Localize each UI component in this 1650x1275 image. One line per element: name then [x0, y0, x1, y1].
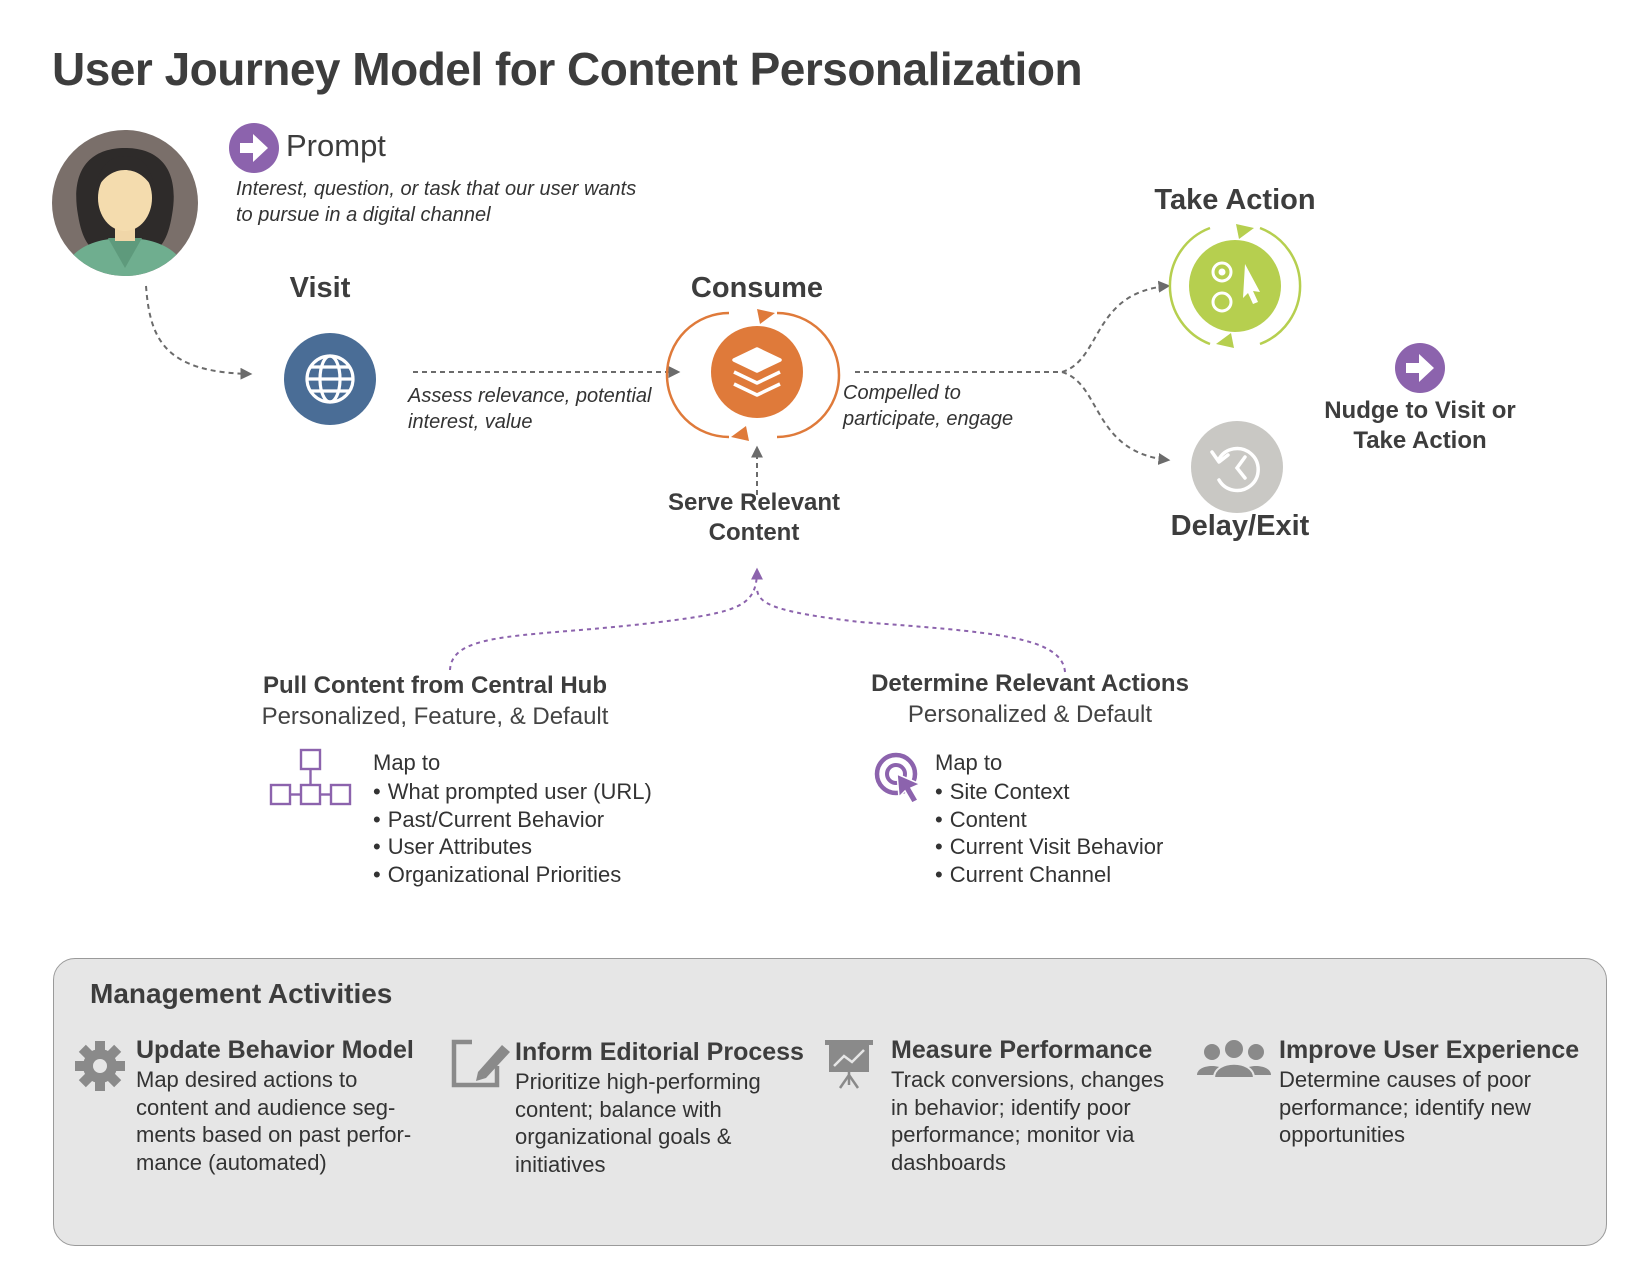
list-item: Content	[935, 806, 1163, 834]
user-avatar	[52, 130, 198, 276]
activity-line: mance (automated)	[136, 1149, 327, 1175]
activity-line: performance; monitor via	[891, 1122, 1135, 1147]
prompt-arrow-icon	[229, 123, 279, 173]
activity-line: dashboards	[891, 1149, 1006, 1175]
visit-label: Visit	[289, 272, 351, 304]
nudge-label: Nudge to Visit or Take Action	[1324, 397, 1516, 454]
activity-line: Determine causes of poor	[1279, 1067, 1531, 1092]
activity-title: Update Behavior Model	[136, 1036, 414, 1064]
gear-icon	[75, 1041, 125, 1091]
consume-node	[665, 309, 841, 441]
relevant-actions-map-list: Site Context Content Current Visit Behav…	[935, 778, 1164, 889]
list-item: Current Visit Behavior	[935, 833, 1164, 861]
nudge-arrow-icon	[1395, 343, 1445, 393]
activity-description: Determine causes of poor performance; id…	[1279, 1066, 1579, 1149]
consume-to-delay-connector	[1061, 371, 1171, 465]
activity-line: content and audience seg-	[136, 1094, 396, 1120]
avatar-to-visit-connector	[145, 285, 253, 380]
activity-line: ments based on past perfor-	[136, 1122, 412, 1147]
cursor-select-icon	[1211, 261, 1260, 313]
activity-line: content; balance with	[515, 1096, 722, 1122]
layers-icon	[732, 347, 782, 397]
consume-label: Consume	[690, 272, 824, 304]
activity-line: Map desired actions to	[136, 1067, 358, 1092]
hierarchy-icon	[269, 748, 352, 806]
activity-description: Prioritize high-performing content; bala…	[515, 1068, 815, 1178]
page-title: User Journey Model for Content Personali…	[52, 43, 1083, 95]
relevant-actions-map-label: Map to	[935, 750, 1003, 775]
list-item: What prompted user (URL)	[373, 778, 652, 806]
central-hub-map-label: Map to	[373, 750, 441, 775]
activity-line: Track conversions, changes	[891, 1067, 1165, 1092]
activity-description: Map desired actions to content and audie…	[136, 1066, 436, 1176]
central-hub-subtitle: Personalized, Feature, & Default	[261, 703, 609, 730]
take-action-label: Take Action	[1154, 184, 1316, 216]
list-item: Site Context	[935, 778, 1163, 806]
edit-icon	[451, 1039, 510, 1088]
list-item: Organizational Priorities	[373, 861, 652, 889]
activity-line: initiatives	[515, 1151, 606, 1177]
activity-description: Track conversions, changes in behavior; …	[891, 1066, 1191, 1176]
relevant-actions-subtitle: Personalized & Default	[907, 701, 1153, 728]
globe-icon	[305, 354, 355, 404]
delay-exit-node	[1191, 421, 1283, 513]
target-cursor-icon	[874, 752, 922, 804]
central-hub-to-serve-connector	[449, 567, 763, 671]
prompt-label: Prompt	[286, 128, 386, 163]
serve-relevant-content-label: Serve Relevant Content	[667, 489, 841, 546]
activity-line: in behavior; identify poor	[891, 1094, 1131, 1120]
visit-consume-note: Assess relevance, potential interest, va…	[408, 385, 652, 433]
list-item: Current Channel	[935, 861, 1163, 889]
management-activities-title: Management Activities	[90, 978, 393, 1009]
management-activities-panel	[53, 958, 1607, 1246]
users-icon	[1197, 1038, 1271, 1079]
prompt-description: Interest, question, or task that our use…	[236, 178, 637, 226]
activity-line: opportunities	[1279, 1122, 1405, 1147]
activity-line: Prioritize high-performing	[515, 1069, 761, 1094]
activity-line: organizational goals &	[515, 1124, 732, 1149]
central-hub-map-list: What prompted user (URL) Past/Current Be…	[373, 778, 652, 888]
history-icon	[1210, 446, 1260, 493]
consume-outcome-note: Compelled to participate, engage	[843, 382, 1014, 430]
activity-title: Measure Performance	[891, 1036, 1153, 1064]
activity-line: performance; identify new	[1279, 1094, 1531, 1120]
take-action-node	[1168, 224, 1302, 348]
visit-node	[284, 333, 376, 425]
central-hub-title: Pull Content from Central Hub	[263, 672, 607, 699]
relevant-actions-title: Determine Relevant Actions	[871, 670, 1189, 697]
activity-title: Improve User Experience	[1279, 1036, 1580, 1064]
list-item: Past/Current Behavior	[373, 806, 652, 834]
delay-exit-label: Delay/Exit	[1170, 510, 1310, 542]
activity-title: Inform Editorial Process	[515, 1038, 804, 1066]
presentation-chart-icon	[825, 1040, 873, 1089]
list-item: User Attributes	[373, 833, 652, 861]
consume-to-take-action-connector	[855, 280, 1171, 373]
